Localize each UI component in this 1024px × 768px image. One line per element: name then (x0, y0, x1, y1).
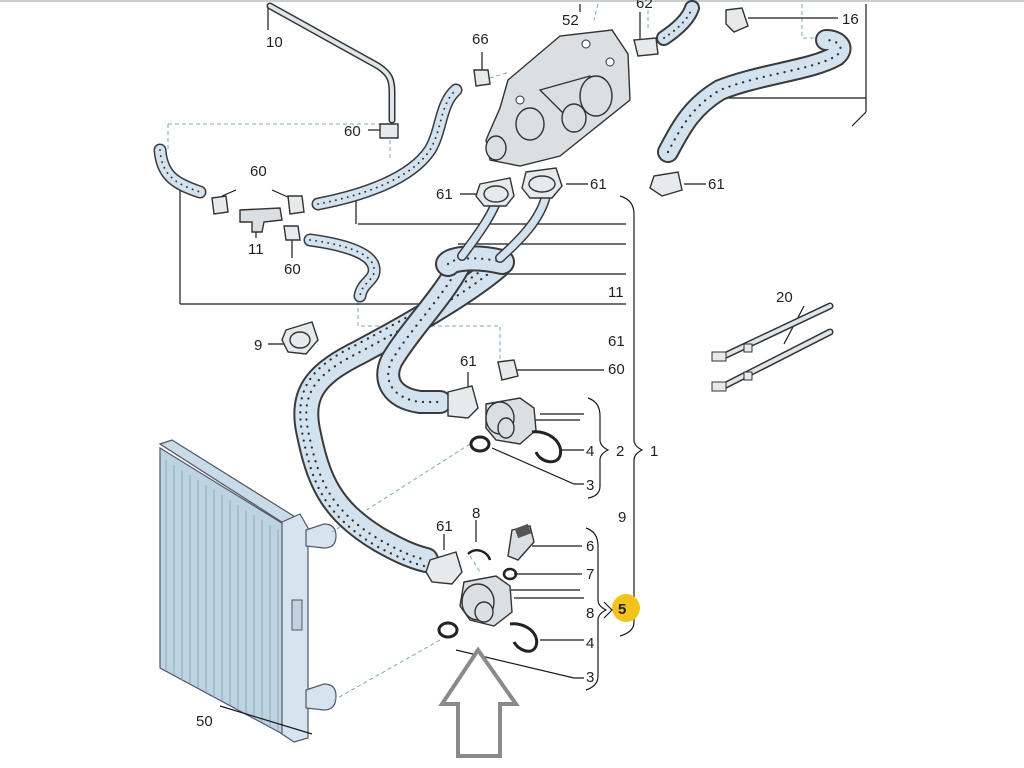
label-60-top: 60 (344, 123, 361, 140)
hose-clamps (211, 7, 749, 585)
label-2: 2 (616, 443, 624, 460)
pipe-10 (266, 2, 396, 124)
hollow-up-arrow-icon (438, 646, 520, 758)
label-60-left: 60 (250, 163, 267, 180)
label-61-b: 61 (590, 176, 607, 193)
label-9-right: 9 (618, 509, 626, 526)
pipes-20 (711, 302, 834, 392)
label-1: 1 (650, 443, 658, 460)
label-8-bracket: 8 (586, 605, 594, 622)
label-3-lower: 3 (586, 669, 594, 686)
label-61-e: 61 (460, 353, 477, 370)
label-61-c: 61 (708, 176, 725, 193)
label-6: 6 (586, 538, 594, 555)
label-61-a: 61 (436, 186, 453, 203)
label-4-upper: 4 (586, 443, 594, 460)
label-3-upper: 3 (586, 477, 594, 494)
label-20: 20 (776, 289, 793, 306)
label-16: 16 (842, 11, 859, 28)
label-11-right: 11 (608, 284, 624, 301)
label-7: 7 (586, 566, 594, 583)
label-61-d: 61 (608, 333, 625, 350)
label-50: 50 (196, 713, 213, 730)
label-60-lower: 60 (284, 261, 301, 278)
coolant-connectors (437, 397, 563, 653)
highlight-badge (612, 594, 640, 622)
coolant-hoses (153, 0, 852, 573)
coolant-manifold-52 (485, 29, 631, 167)
top-border (0, 0, 1024, 2)
label-9-left: 9 (254, 337, 262, 354)
label-4-lower: 4 (586, 635, 594, 652)
label-10: 10 (266, 34, 283, 51)
label-5: 5 (618, 601, 626, 618)
label-60-right: 60 (608, 361, 625, 378)
radiator (158, 439, 337, 743)
label-61-f: 61 (436, 518, 453, 535)
label-66: 66 (472, 31, 489, 48)
part-labels: 10 52 62 16 66 60 60 11 60 61 61 61 11 2… (196, 0, 859, 730)
label-62: 62 (636, 0, 653, 12)
label-8-top: 8 (472, 505, 480, 522)
label-52: 52 (562, 12, 579, 29)
label-11-left: 11 (248, 241, 264, 258)
